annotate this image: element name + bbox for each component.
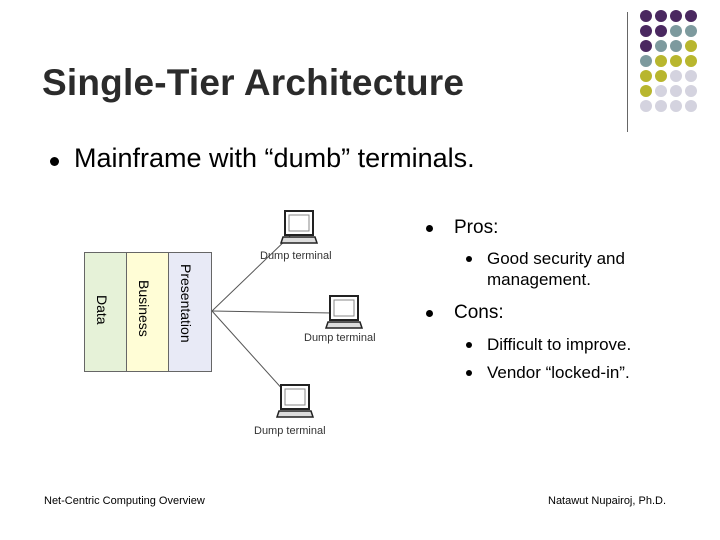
- decorative-dot: [640, 70, 652, 82]
- decorative-dot: [685, 85, 697, 97]
- decorative-dot: [655, 85, 667, 97]
- decorative-dot: [640, 10, 652, 22]
- decorative-dot: [655, 100, 667, 112]
- decorative-dot: [640, 55, 652, 67]
- terminal-icon: [276, 384, 315, 418]
- layer-data-label: Data: [94, 295, 110, 325]
- pros-item: Good security and management.: [487, 249, 625, 289]
- cons-bullet-dot: [426, 310, 433, 317]
- terminal-label: Dump terminal: [304, 332, 376, 344]
- layer-presentation-label: Presentation: [178, 264, 194, 343]
- terminal-icon: [325, 295, 364, 329]
- decorative-dot: [640, 85, 652, 97]
- decorative-dot: [640, 100, 652, 112]
- decorative-dot: [670, 10, 682, 22]
- decorative-dot: [655, 10, 667, 22]
- decorative-dot: [685, 100, 697, 112]
- decorative-dot: [685, 10, 697, 22]
- decorative-dot: [670, 40, 682, 52]
- terminal-label: Dump terminal: [260, 250, 332, 262]
- pros-item-dot: [466, 256, 472, 262]
- decorative-dot: [640, 25, 652, 37]
- cons-item-dot: [466, 342, 472, 348]
- pros-heading: Pros:: [454, 217, 499, 238]
- footer-left: Net-Centric Computing Overview: [44, 495, 205, 507]
- decorative-dot: [655, 70, 667, 82]
- decorative-dot: [685, 55, 697, 67]
- decorative-dot: [685, 25, 697, 37]
- decorative-dot: [670, 100, 682, 112]
- main-bullet-text: Mainframe with “dumb” terminals.: [74, 143, 475, 173]
- decorative-dot: [670, 55, 682, 67]
- decorative-dot: [670, 70, 682, 82]
- footer-right: Natawut Nupairoj, Ph.D.: [548, 495, 666, 507]
- layer-business-label: Business: [136, 280, 152, 337]
- decorative-dot: [685, 70, 697, 82]
- cons-heading: Cons:: [454, 302, 504, 323]
- decorative-dot: [670, 25, 682, 37]
- pros-bullet-dot: [426, 225, 433, 232]
- decorative-dot: [655, 55, 667, 67]
- cons-item: Difficult to improve.: [487, 335, 632, 354]
- cons-item-dot: [466, 370, 472, 376]
- layer-data: [84, 252, 128, 372]
- decorative-dot: [640, 40, 652, 52]
- decorative-dot: [655, 40, 667, 52]
- decorative-dot: [685, 40, 697, 52]
- decorative-dot: [655, 25, 667, 37]
- decorative-divider: [627, 12, 628, 132]
- layer-presentation: [168, 252, 212, 372]
- terminal-icon: [280, 210, 319, 244]
- bullet-dot: [50, 157, 59, 166]
- slide-title: Single-Tier Architecture: [42, 62, 465, 103]
- cons-item: Vendor “locked-in”.: [487, 363, 630, 382]
- decorative-dot: [670, 85, 682, 97]
- terminal-label: Dump terminal: [254, 425, 326, 437]
